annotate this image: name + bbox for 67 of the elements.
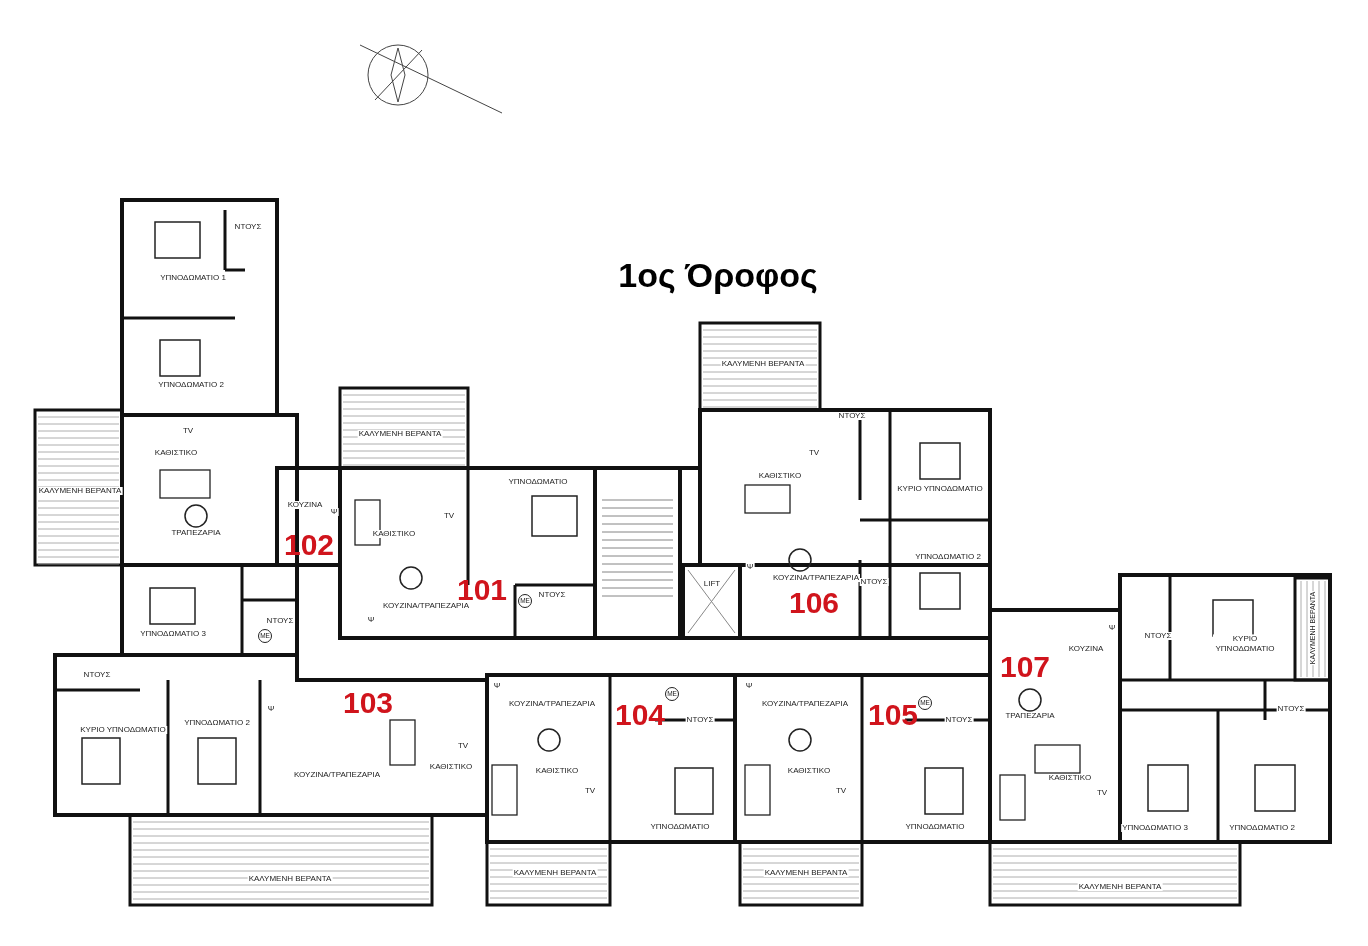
room-label: ΚΑΛΥΜΕΝΗ ΒΕΡΑΝΤΑ bbox=[720, 360, 806, 368]
unit-number: 105 bbox=[867, 700, 919, 730]
room-label: ΝΤΟΥΣ bbox=[82, 671, 112, 679]
room-label: ΚΑΛΥΜΕΝΗ ΒΕΡΑΝΤΑ bbox=[763, 869, 849, 877]
room-label: ΚΥΡΙΟ ΥΠΝΟΔΩΜΑΤΙΟ bbox=[79, 726, 167, 734]
unit-number: 103 bbox=[342, 688, 394, 718]
room-label: ΥΠΝΟΔΩΜΑΤΙΟ 1 bbox=[159, 274, 227, 282]
room-label: ΝΤΟΥΣ bbox=[837, 412, 867, 420]
appliance-symbol: Ψ bbox=[1107, 624, 1117, 632]
tv-label: TV bbox=[583, 787, 597, 795]
room-label: ΚΟΥΖΙΝΑ bbox=[1067, 645, 1105, 653]
room-label: ΥΠΝΟΔΩΜΑΤΙΟ 2 bbox=[1228, 824, 1296, 832]
room-label: ΚΑΘΙΣΤΙΚΟ bbox=[534, 767, 580, 775]
appliance-symbol: Ψ bbox=[329, 508, 339, 516]
tv-label: TV bbox=[807, 449, 821, 457]
room-label: ΚΑΛΥΜΕΝΗ ΒΕΡΑΝΤΑ bbox=[1077, 883, 1163, 891]
room-label: ΚΥΡΙΟ ΥΠΝΟΔΩΜΑΤΙΟ bbox=[1213, 634, 1277, 654]
room-label: ΚΑΛΥΜΕΝΗ ΒΕΡΑΝΤΑ bbox=[512, 869, 598, 877]
room-label: ΚΑΘΙΣΤΙΚΟ bbox=[428, 763, 474, 771]
room-label: ΚΑΘΙΣΤΙΚΟ bbox=[757, 472, 803, 480]
tv-label: TV bbox=[456, 742, 470, 750]
room-label: ΤΡΑΠΕΖΑΡΙΑ bbox=[1004, 712, 1056, 720]
tv-label: TV bbox=[442, 512, 456, 520]
room-label: ΚΟΥΖΙΝΑ bbox=[286, 501, 324, 509]
room-label: ΚΟΥΖΙΝΑ/ΤΡΑΠΕΖΑΡΙΑ bbox=[382, 602, 470, 610]
room-label: ΚΑΘΙΣΤΙΚΟ bbox=[371, 530, 417, 538]
room-label: ΤΡΑΠΕΖΑΡΙΑ bbox=[170, 529, 222, 537]
room-label: ΚΑΘΙΣΤΙΚΟ bbox=[153, 449, 199, 457]
room-label: ΥΠΝΟΔΩΜΑΤΙΟ 2 bbox=[914, 553, 982, 561]
room-label: ΝΤΟΥΣ bbox=[944, 716, 974, 724]
appliance-symbol: Ψ bbox=[266, 705, 276, 713]
floor-title: 1ος Όροφος bbox=[618, 255, 818, 295]
appliance-symbol: Ψ bbox=[744, 682, 754, 690]
room-label: ΝΤΟΥΣ bbox=[1276, 705, 1306, 713]
room-label: ΚΥΡΙΟ ΥΠΝΟΔΩΜΑΤΙΟ bbox=[896, 485, 984, 493]
room-label: ΝΤΟΥΣ bbox=[233, 223, 263, 231]
tv-label: TV bbox=[1095, 789, 1109, 797]
room-label: ΚΑΘΙΣΤΙΚΟ bbox=[1047, 774, 1093, 782]
room-label: ΝΤΟΥΣ bbox=[1143, 632, 1173, 640]
room-label: ΥΠΝΟΔΩΜΑΤΙΟ bbox=[904, 823, 966, 831]
room-label: ΥΠΝΟΔΩΜΑΤΙΟ 3 bbox=[139, 630, 207, 638]
room-label: ΚΑΘΙΣΤΙΚΟ bbox=[786, 767, 832, 775]
unit-number: 107 bbox=[999, 652, 1051, 682]
room-label: ΚΟΥΖΙΝΑ/ΤΡΑΠΕΖΑΡΙΑ bbox=[772, 574, 860, 582]
room-label: ΚΟΥΖΙΝΑ/ΤΡΑΠΕΖΑΡΙΑ bbox=[761, 700, 849, 708]
room-label: ΥΠΝΟΔΩΜΑΤΙΟ 2 bbox=[183, 719, 251, 727]
room-label: ΚΑΛΥΜΕΝΗ ΒΕΡΑΝΤΑ bbox=[37, 487, 123, 495]
unit-number: 104 bbox=[614, 700, 666, 730]
room-label: ΚΟΥΖΙΝΑ/ΤΡΑΠΕΖΑΡΙΑ bbox=[293, 771, 381, 779]
room-label: ΝΤΟΥΣ bbox=[859, 578, 889, 586]
room-label: ΚΟΥΖΙΝΑ/ΤΡΑΠΕΖΑΡΙΑ bbox=[508, 700, 596, 708]
appliance-symbol: Ψ bbox=[745, 563, 755, 571]
appliance-symbol: Ψ bbox=[366, 616, 376, 624]
appliance-symbol: Ψ bbox=[492, 682, 502, 690]
room-label: ΝΤΟΥΣ bbox=[537, 591, 567, 599]
tv-label: TV bbox=[834, 787, 848, 795]
room-label: ΥΠΝΟΔΩΜΑΤΙΟ bbox=[507, 478, 569, 486]
room-label: ΥΠΝΟΔΩΜΑΤΙΟ bbox=[649, 823, 711, 831]
room-label: ΥΠΝΟΔΩΜΑΤΙΟ 2 bbox=[157, 381, 225, 389]
room-label: ΥΠΝΟΔΩΜΑΤΙΟ 3 bbox=[1121, 824, 1189, 832]
room-label: ΝΤΟΥΣ bbox=[685, 716, 715, 724]
unit-number: 106 bbox=[788, 588, 840, 618]
room-label: ΚΑΛΥΜΕΝΗ ΒΕΡΑΝΤΑ bbox=[247, 875, 333, 883]
tv-label: TV bbox=[181, 427, 195, 435]
room-label: ΚΑΛΥΜΕΝΗ ΒΕΡΑΝΤΑ bbox=[357, 430, 443, 438]
room-label: LIFT bbox=[702, 580, 722, 588]
room-label: ΝΤΟΥΣ bbox=[265, 617, 295, 625]
